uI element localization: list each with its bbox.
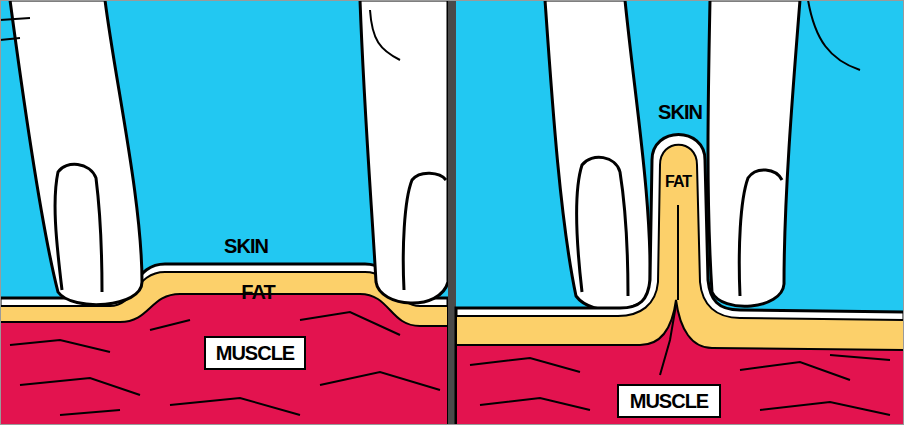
muscle-layer: [0, 294, 448, 425]
background: [0, 0, 448, 425]
muscle-fibre: [170, 398, 300, 415]
fingernail: [577, 157, 628, 296]
fingernail: [739, 170, 782, 296]
muscle-fibre: [470, 358, 580, 372]
finger: [545, 0, 650, 310]
muscle-fibre: [830, 355, 890, 360]
muscle-fibre: [760, 402, 890, 415]
tissue-label: MUSCLE: [630, 391, 708, 411]
finger: [708, 0, 800, 306]
fold-line: [677, 205, 679, 300]
muscle-fibre: [60, 410, 120, 415]
muscle-fibre: [480, 398, 590, 410]
tissue-label: SKIN: [224, 236, 268, 256]
finger-crease: [808, 0, 860, 70]
tissue-label: FAT: [665, 174, 691, 190]
muscle-label-box: MUSCLE: [617, 384, 721, 418]
fat-layer: [456, 145, 904, 425]
finger: [360, 0, 448, 303]
tissue-label: SKIN: [658, 102, 702, 122]
background: [456, 0, 904, 425]
muscle-label-box: MUSCLE: [204, 336, 306, 370]
finger-crease: [0, 18, 30, 40]
muscle-fibre: [300, 312, 400, 335]
muscle-fibre: [320, 372, 440, 390]
finger-crease: [370, 10, 400, 60]
muscle-fibre: [10, 340, 110, 352]
tissue-label: FAT: [241, 282, 274, 302]
muscle-fibre: [660, 305, 676, 375]
skin-layer: [456, 135, 904, 425]
fingernail: [403, 173, 446, 290]
tissue-label: MUSCLE: [216, 343, 294, 363]
muscle-fibres: [470, 305, 890, 415]
muscle-fibre: [20, 378, 140, 395]
muscle-fibre: [740, 362, 850, 380]
fingernail: [55, 164, 102, 292]
muscle-fibre: [150, 320, 190, 330]
finger: [10, 0, 142, 305]
muscle-layer: [456, 300, 904, 425]
muscle-fibres: [10, 312, 440, 415]
